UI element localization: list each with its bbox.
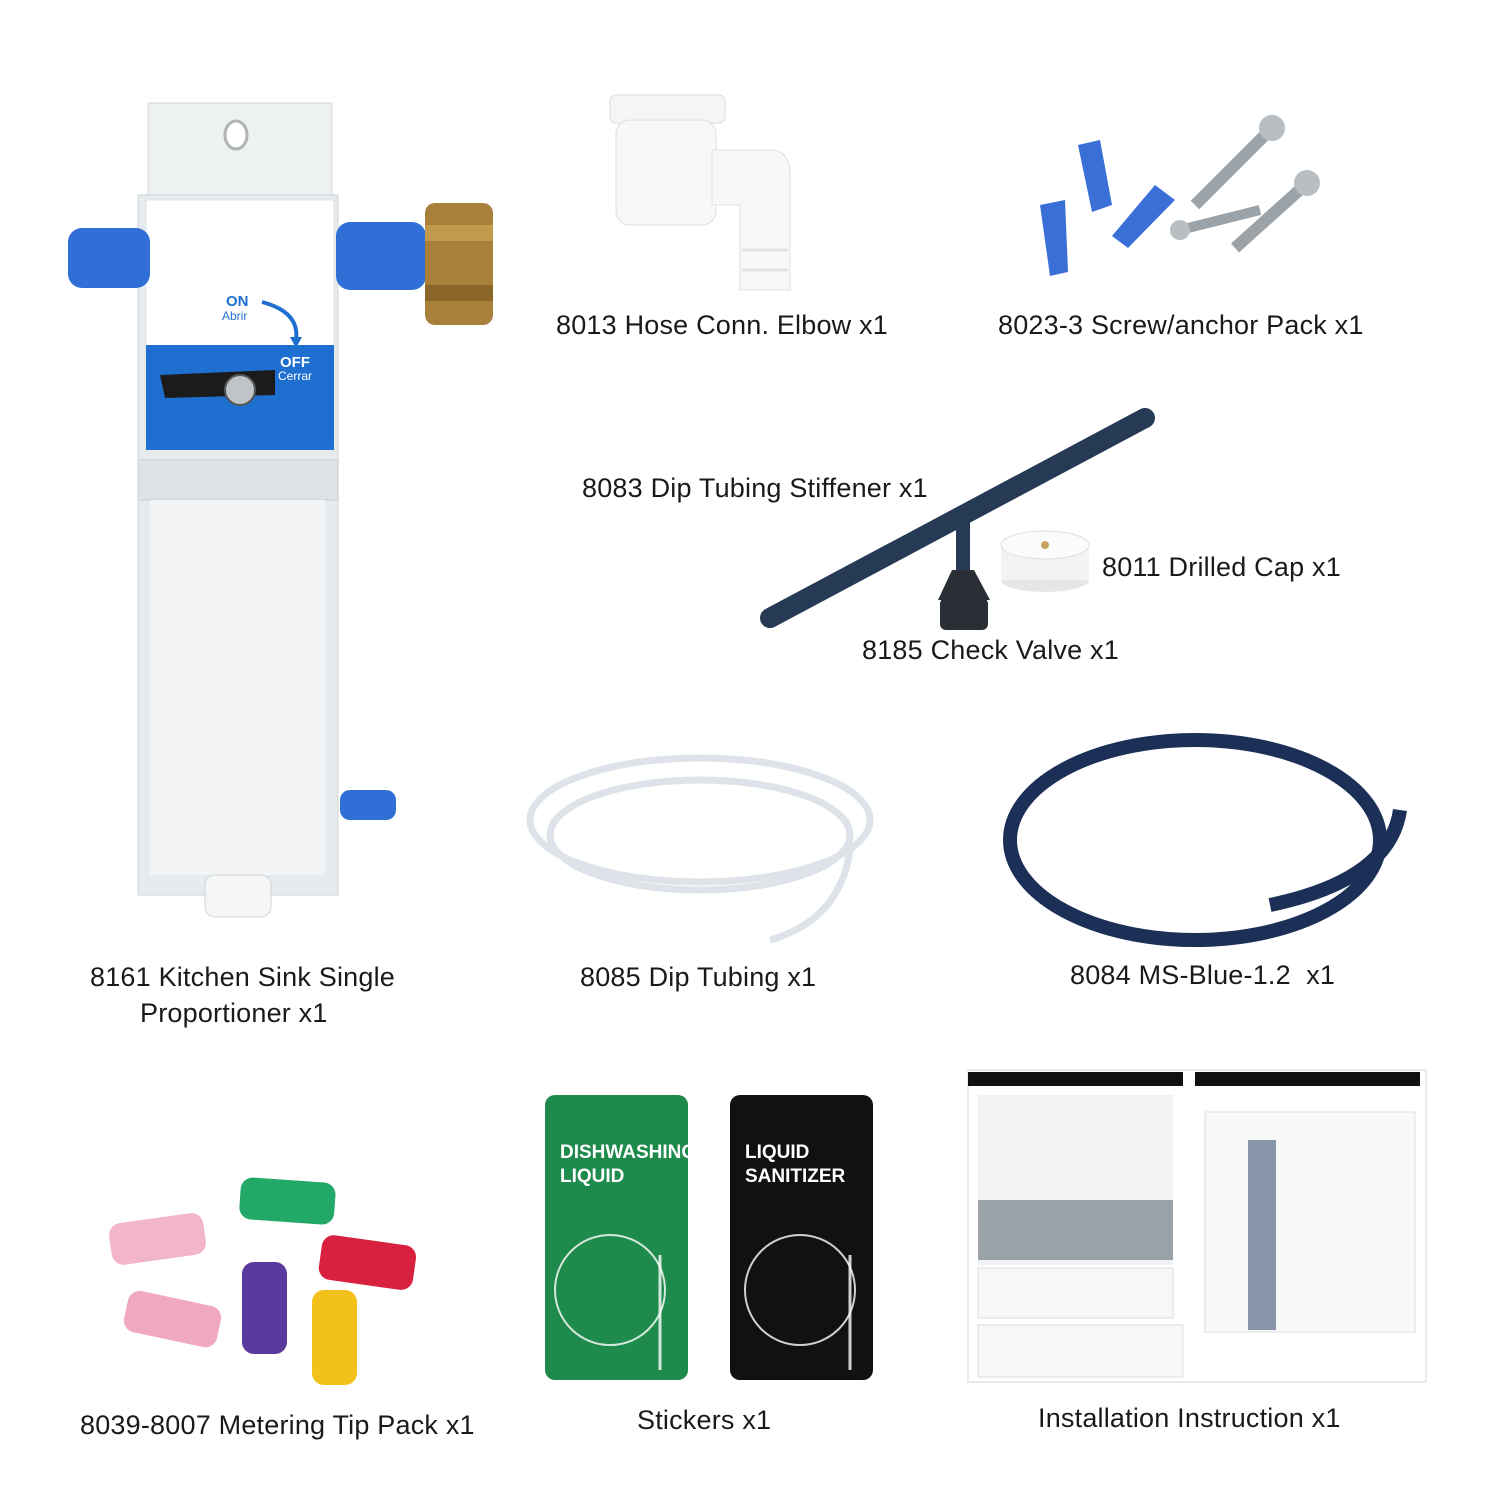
stiffener-icon <box>760 408 1155 628</box>
stickers-caption: Stickers x1 <box>637 1405 772 1435</box>
metering-tips-icon <box>109 1177 417 1385</box>
hose-elbow-icon <box>609 94 791 291</box>
check-valve-icon <box>938 570 990 630</box>
dishwashing-label-line1: DISHWASHING <box>560 1142 696 1163</box>
instructions-caption: Installation Instruction x1 <box>1038 1403 1341 1433</box>
on-es-label: Abrir <box>222 309 247 323</box>
dishwashing-label-line2: LIQUID <box>560 1166 624 1187</box>
dishwashing-sticker <box>545 1095 688 1380</box>
metering-tips-caption: 8039-8007 Metering Tip Pack x1 <box>80 1410 475 1440</box>
check-valve-caption: 8185 Check Valve x1 <box>862 635 1119 665</box>
navy-tubing-icon <box>1003 733 1407 947</box>
off-es-label: Cerrar <box>278 369 312 383</box>
instruction-sheet-icon <box>967 1069 1427 1383</box>
proportioner-caption-line1: 8161 Kitchen Sink Single <box>90 962 396 992</box>
drilled-cap-icon <box>1000 530 1090 592</box>
stiffener-caption: 8083 Dip Tubing Stiffener x1 <box>582 473 928 503</box>
proportioner-caption-line2: Proportioner x1 <box>140 998 328 1028</box>
off-label: OFF <box>280 354 310 371</box>
sanitizer-sticker <box>730 1095 873 1380</box>
proportioner-unit <box>68 102 493 918</box>
sanitizer-label-line2: SANITIZER <box>745 1166 846 1187</box>
sanitizer-label-line1: LIQUID <box>745 1142 809 1163</box>
dip-tubing-caption: 8085 Dip Tubing x1 <box>580 962 817 992</box>
screws-caption: 8023-3 Screw/anchor Pack x1 <box>998 310 1364 340</box>
ms-blue-caption: 8084 MS-Blue-1.2 x1 <box>1070 960 1336 990</box>
drilled-cap-caption: 8011 Drilled Cap x1 <box>1102 552 1341 582</box>
clear-tubing-icon <box>526 754 874 944</box>
elbow-caption: 8013 Hose Conn. Elbow x1 <box>556 310 889 340</box>
screw-anchor-icon <box>1040 115 1320 276</box>
on-label: ON <box>226 293 249 310</box>
